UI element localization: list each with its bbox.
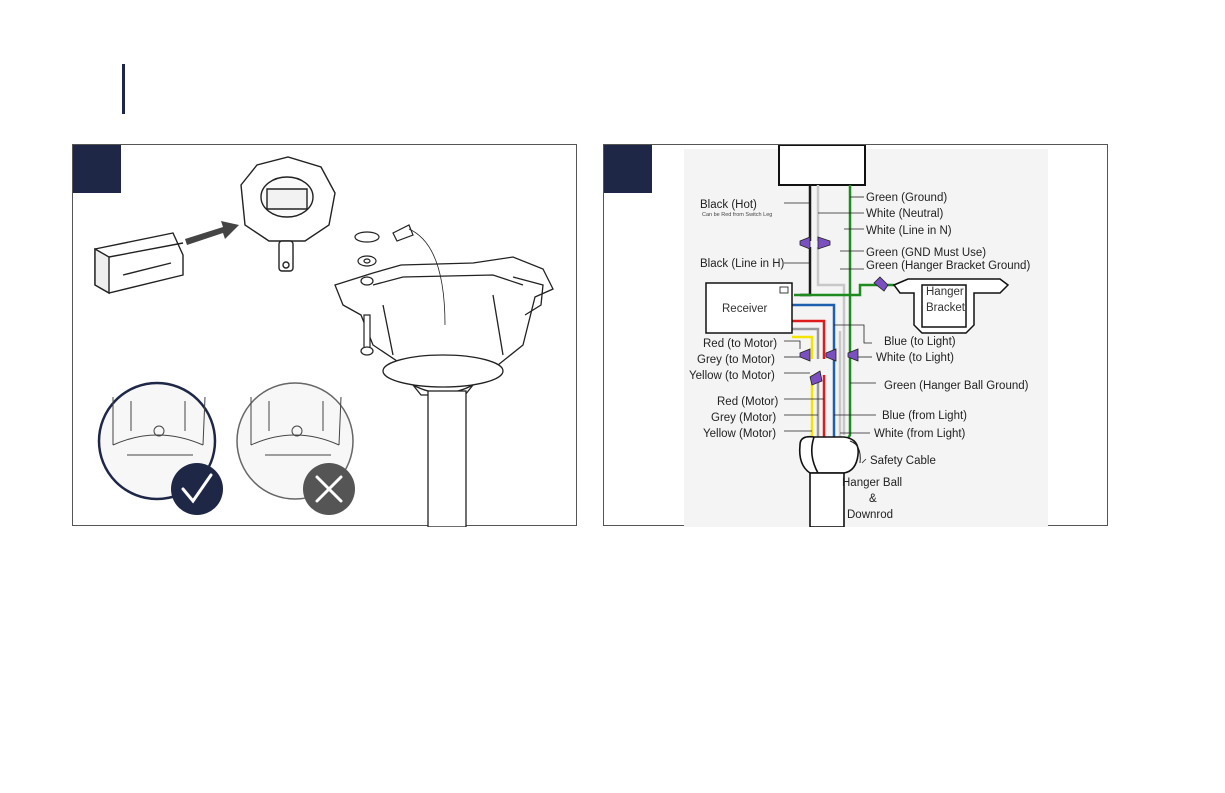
insert-arrow-icon [185, 221, 239, 245]
wire-nut-icons [799, 236, 889, 386]
label-red-motor: Red (Motor) [717, 396, 779, 408]
label-yellow-to-motor: Yellow (to Motor) [689, 370, 775, 382]
hanger-bracket-label-1: Hanger [926, 286, 964, 298]
label-white-neutral: White (Neutral) [866, 208, 943, 220]
label-white-to-light: White (to Light) [876, 352, 954, 364]
hanger-bracket-illustration [892, 278, 1010, 334]
screw-hardware-illustration [354, 224, 446, 356]
yellow-wire-receiver [792, 335, 814, 359]
step-badge-2 [604, 145, 652, 193]
step-panel-1 [72, 144, 577, 527]
hanger-ball-illustration [798, 435, 860, 527]
label-white-line-n: White (Line in N) [866, 225, 952, 237]
label-grey-motor: Grey (Motor) [711, 412, 776, 424]
wiring-diagram: Receiver Hanger Bracket [684, 145, 1048, 527]
label-green-gnd-must-use: Green (GND Must Use) [866, 247, 986, 259]
label-hanger-ball: Hanger Ball [842, 477, 902, 489]
diagram-background [684, 149, 1048, 527]
x-mark-icon [303, 463, 355, 515]
label-grey-to-motor: Grey (to Motor) [697, 354, 775, 366]
step-1-illustration [94, 156, 554, 527]
label-black-line-h: Black (Line in H) [700, 258, 785, 270]
label-green-hanger-bracket-ground: Green (Hanger Bracket Ground) [866, 260, 1030, 272]
safety-cable-illustration [849, 440, 861, 464]
label-ampersand: & [869, 493, 877, 505]
canopy-illustration [334, 256, 554, 527]
label-white-from-light: White (from Light) [874, 428, 966, 440]
step-panel-2: Receiver Hanger Bracket [603, 144, 1108, 527]
label-black-hot-note: Can be Red from Switch Leg [702, 212, 772, 218]
leader-lines [784, 196, 876, 464]
check-mark-icon [171, 463, 223, 515]
label-blue-to-light: Blue (to Light) [884, 336, 956, 348]
label-downrod: Downrod [847, 509, 893, 521]
label-green-ground: Green (Ground) [866, 192, 947, 204]
label-red-to-motor: Red (to Motor) [703, 338, 777, 350]
ceiling-box [778, 145, 866, 186]
label-safety-cable: Safety Cable [870, 455, 936, 467]
receiver-box [705, 282, 793, 334]
receiver-label: Receiver [722, 303, 768, 315]
bracket-illustration [240, 156, 336, 272]
grey-wire-receiver [792, 327, 820, 359]
step-badge-1 [73, 145, 121, 193]
label-blue-from-light: Blue (from Light) [882, 410, 967, 422]
hanger-bracket-label-2: Bracket [926, 302, 966, 314]
red-wire-receiver [792, 319, 826, 359]
header-accent-bar [122, 64, 125, 114]
blue-wire [792, 303, 836, 437]
label-green-hanger-ball-ground: Green (Hanger Ball Ground) [884, 380, 1029, 392]
label-yellow-motor: Yellow (Motor) [703, 428, 776, 440]
receiver-block-illustration [94, 232, 184, 295]
label-black-hot: Black (Hot) [700, 199, 757, 211]
